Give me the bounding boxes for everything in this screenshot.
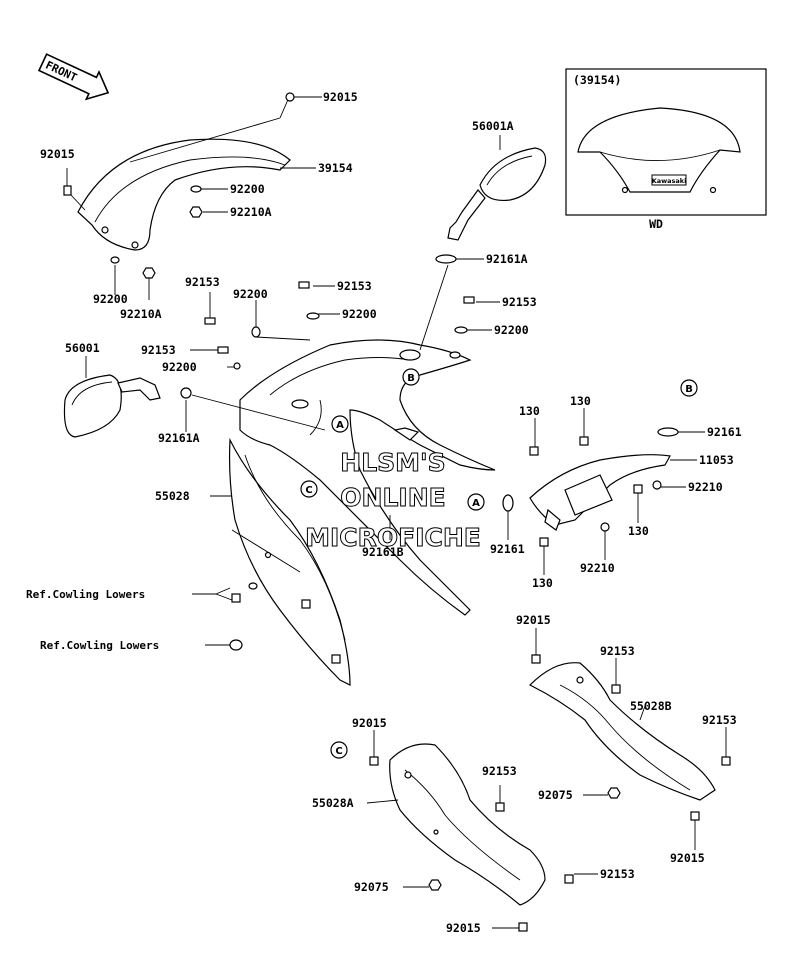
callout-a-upper: A <box>331 415 349 433</box>
label-92015-c: 92015 <box>670 851 705 865</box>
inset-title: (39154) <box>573 73 621 87</box>
label-92210-a: 92210 <box>688 480 723 494</box>
label-92153-a: 92153 <box>185 275 220 289</box>
reference-labels: Ref.Cowling Lowers Ref.Cowling Lowers <box>26 588 159 652</box>
part-labels: 92015 39154 92200 92210A 92015 92200 922… <box>40 90 742 935</box>
inset-badge-text: Kawasaki <box>652 177 687 185</box>
callout-a-bracket: A <box>467 493 485 511</box>
label-92200-d: 92200 <box>342 307 377 321</box>
label-92200-e: 92200 <box>494 323 529 337</box>
label-130-c: 130 <box>628 524 649 538</box>
label-92075-b: 92075 <box>354 880 389 894</box>
windshield-part <box>63 92 295 279</box>
svg-text:C: C <box>305 485 312 496</box>
label-130-d: 130 <box>532 576 553 590</box>
side-cowling-part <box>228 437 351 686</box>
watermark-line-3: MICROFICHE <box>305 523 481 552</box>
label-56001a: 56001A <box>472 119 514 133</box>
mirror-right-part <box>435 147 547 264</box>
label-92015-top: 92015 <box>323 90 358 104</box>
inset-caption: WD <box>649 217 663 231</box>
label-92210a-b: 92210A <box>120 307 162 321</box>
watermark-line-1: HLSM'S <box>340 448 445 477</box>
svg-text:A: A <box>336 420 344 431</box>
label-92153-e: 92153 <box>600 644 635 658</box>
inset-windshield-wd: (39154) Kawasaki WD <box>565 68 767 231</box>
label-92153-c: 92153 <box>502 295 537 309</box>
meter-bracket-part <box>502 427 679 532</box>
label-92153-d: 92153 <box>141 343 176 357</box>
label-39154: 39154 <box>318 161 353 175</box>
label-92200-c: 92200 <box>233 287 268 301</box>
label-92161-left: 92161 <box>490 542 525 556</box>
label-92153-g: 92153 <box>482 764 517 778</box>
ref-cowling-lowers-1: Ref.Cowling Lowers <box>26 588 145 601</box>
callout-markers: A B C A B C <box>300 368 698 759</box>
label-130-a: 130 <box>519 404 540 418</box>
svg-text:C: C <box>335 746 342 757</box>
leader-lines <box>66 96 727 929</box>
svg-text:B: B <box>685 384 693 395</box>
label-92015-left: 92015 <box>40 147 75 161</box>
label-92161a-right: 92161A <box>486 252 528 266</box>
upper-cowling-part <box>239 339 496 616</box>
callout-b-upper: B <box>402 368 420 386</box>
front-arrow-icon: FRONT <box>37 53 110 101</box>
label-92200-a: 92200 <box>230 182 265 196</box>
label-92161a-left: 92161A <box>158 431 200 445</box>
watermark: HLSM'S ONLINE MICROFICHE <box>305 448 482 553</box>
svg-text:A: A <box>472 498 480 509</box>
label-55028b: 55028B <box>630 699 672 713</box>
label-92210-b: 92210 <box>580 561 615 575</box>
label-92015-e: 92015 <box>446 921 481 935</box>
label-92153-h: 92153 <box>600 867 635 881</box>
ref-cowling-lowers-2: Ref.Cowling Lowers <box>40 639 159 652</box>
svg-text:B: B <box>407 373 415 384</box>
label-56001: 56001 <box>65 341 100 355</box>
label-92153-f: 92153 <box>702 713 737 727</box>
inner-panel-left-part <box>389 743 546 906</box>
label-92153-b: 92153 <box>337 279 372 293</box>
label-92075-a: 92075 <box>538 788 573 802</box>
inner-panel-right-part <box>528 662 716 801</box>
watermark-line-2: ONLINE <box>340 483 445 512</box>
callout-c-upper: C <box>300 480 318 498</box>
label-92200-f: 92200 <box>162 360 197 374</box>
label-92200-b: 92200 <box>93 292 128 306</box>
label-55028a: 55028A <box>312 796 354 810</box>
label-92015-b: 92015 <box>516 613 551 627</box>
label-92015-d: 92015 <box>352 716 387 730</box>
label-92161-right: 92161 <box>707 425 742 439</box>
mirror-left-part <box>63 374 192 438</box>
callout-b-bracket: B <box>680 379 698 397</box>
label-130-b: 130 <box>570 394 591 408</box>
label-55028: 55028 <box>155 489 190 503</box>
label-92210a-a: 92210A <box>230 205 272 219</box>
label-92161b: 92161B <box>362 545 404 559</box>
callout-c-lower: C <box>330 741 348 759</box>
label-11053: 11053 <box>699 453 734 467</box>
